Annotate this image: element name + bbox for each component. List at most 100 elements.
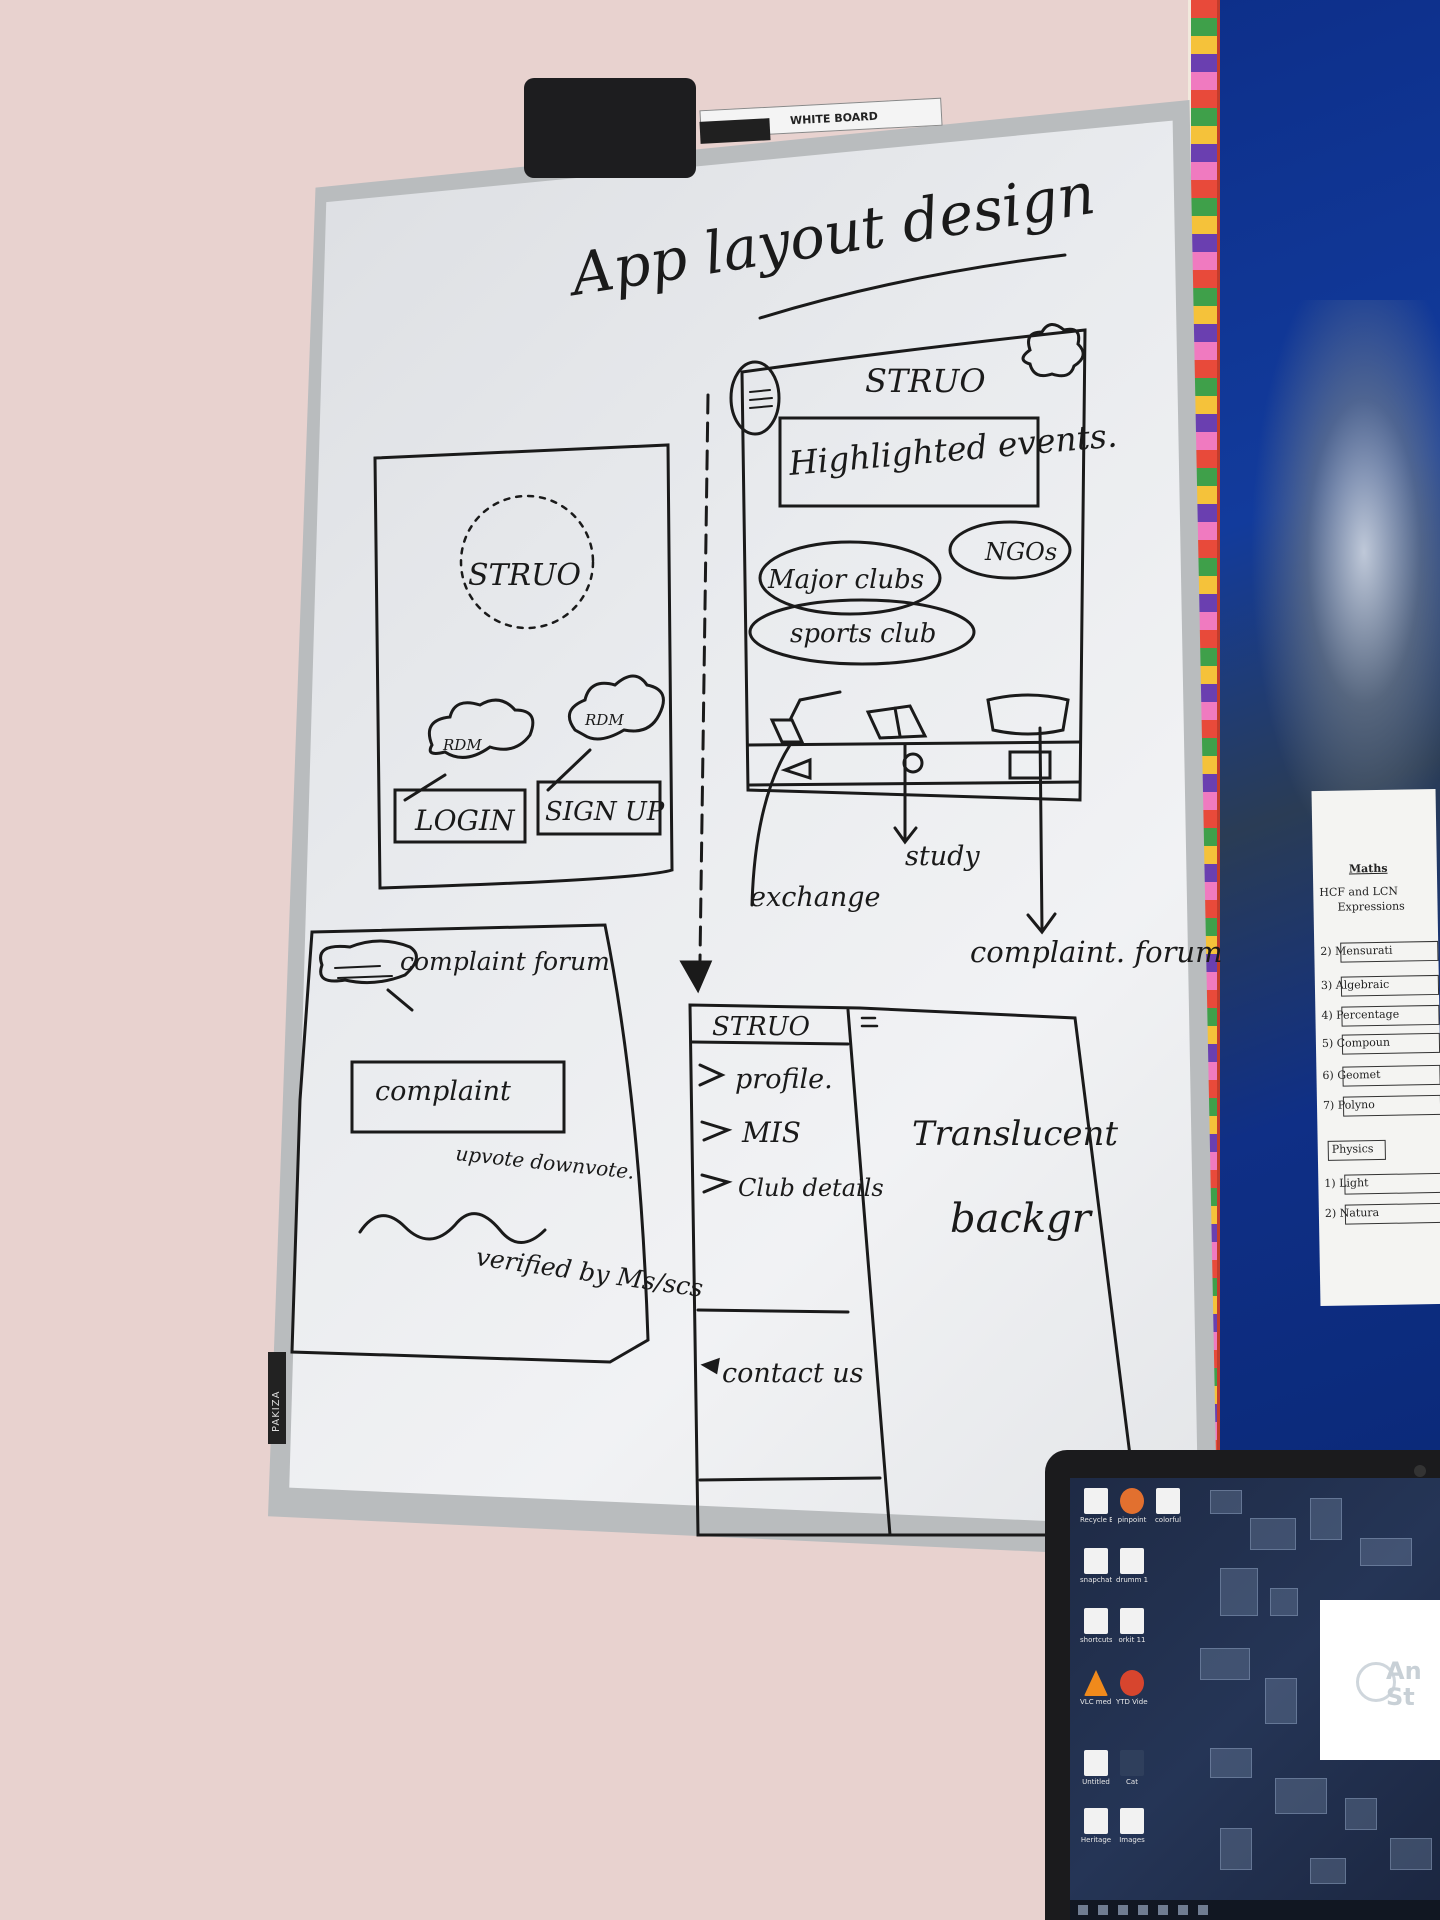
flower-icon xyxy=(1021,323,1085,378)
bottom-nav-top-line xyxy=(746,740,1082,747)
drawer-item-contact: contact us xyxy=(722,1358,864,1389)
book-icon xyxy=(865,704,928,740)
taskbar xyxy=(1070,1900,1440,1920)
start-icon[interactable] xyxy=(1078,1905,1088,1915)
complaint-box-text: complaint xyxy=(375,1076,511,1107)
translucent-text: Translucent xyxy=(912,1114,1118,1154)
drawer-menu-icon xyxy=(860,1016,879,1028)
vlc-icon[interactable]: VLC media player xyxy=(1080,1670,1112,1706)
android-studio-splash: An St xyxy=(1320,1600,1440,1760)
login-label: LOGIN xyxy=(414,804,516,837)
file-icon[interactable]: drumm 11 xyxy=(1116,1548,1148,1584)
dashed-divider xyxy=(698,393,710,962)
wallpaper-tile xyxy=(1275,1778,1327,1814)
complaint-screen-frame xyxy=(290,923,650,1364)
taskbar-icon[interactable] xyxy=(1158,1905,1168,1915)
drawer-item-mis: MIS xyxy=(741,1116,801,1149)
file-icon[interactable]: orkit 11 xyxy=(1116,1608,1148,1644)
login-screen-frame xyxy=(373,443,674,890)
ngos-chip xyxy=(948,520,1072,580)
file-icon[interactable]: snapchat xyxy=(1080,1548,1112,1584)
file-icon[interactable]: colorful xyxy=(1152,1488,1184,1524)
wallpaper-tile xyxy=(1220,1568,1258,1616)
poster-glare xyxy=(1250,300,1440,860)
drawer-item-profile: profile. xyxy=(735,1064,833,1095)
wallpaper-tile xyxy=(1210,1748,1252,1778)
drawer-divider xyxy=(846,1008,892,1537)
board-title: App layout design xyxy=(562,159,1100,310)
app-icon[interactable]: pinpoint xyxy=(1116,1488,1148,1524)
wallpaper-tile xyxy=(1270,1588,1298,1616)
complaint-box-sketch xyxy=(350,1060,566,1134)
wallpaper-tile xyxy=(1310,1498,1342,1540)
home-app-name: STRUO xyxy=(865,362,986,400)
squiggle-line xyxy=(358,1212,547,1244)
file-icon[interactable]: shortcuts xyxy=(1080,1608,1112,1644)
file-icon[interactable]: Heritage xyxy=(1080,1808,1112,1844)
whiteboard-brand-tag: PAKIZA xyxy=(268,1352,286,1444)
chevron-icon xyxy=(700,1173,733,1194)
drawer-separator xyxy=(696,1308,850,1314)
wallpaper-tile xyxy=(1265,1678,1297,1724)
home-nav-icon xyxy=(902,752,924,774)
sports-club-chip xyxy=(748,598,976,666)
webcam xyxy=(1414,1465,1426,1477)
wallpaper-tile xyxy=(1345,1798,1377,1830)
file-icon[interactable]: Images xyxy=(1116,1808,1148,1844)
title-underline xyxy=(758,253,1067,320)
recycle-bin-icon[interactable]: Recycle Bin xyxy=(1080,1488,1112,1524)
wallpaper-tile xyxy=(1220,1828,1252,1870)
right-cloud-text: RDM xyxy=(584,711,624,729)
forum-pointer xyxy=(386,988,414,1012)
complaint-forum-cloud-icon xyxy=(319,939,418,985)
studio-logo-icon xyxy=(1356,1662,1396,1702)
drawer-item-club-details: Club details xyxy=(738,1174,884,1202)
drawer-screen-frame xyxy=(688,1003,1142,1537)
study-arrow xyxy=(893,743,918,845)
complaint-forum-label: complaint. forum xyxy=(970,935,1223,969)
verified-text: verified by Ms/scs xyxy=(474,1242,705,1303)
file-icon[interactable]: Cat xyxy=(1116,1750,1148,1786)
complaint-arrow xyxy=(1026,726,1057,935)
chevron-icon xyxy=(700,1120,733,1142)
wallpaper-tile xyxy=(1390,1838,1432,1870)
wallpaper-tile xyxy=(1200,1648,1250,1680)
wallpaper-tile xyxy=(1210,1490,1242,1514)
taskbar-icon[interactable] xyxy=(1198,1905,1208,1915)
right-cloud-icon xyxy=(567,674,665,741)
background-text: backgr xyxy=(950,1196,1094,1242)
login-logo-text: STRUO xyxy=(468,558,581,593)
sports-club-text: sports club xyxy=(790,619,936,649)
eraser xyxy=(524,78,696,178)
ngos-text: NGOs xyxy=(984,538,1057,566)
taskbar-icon[interactable] xyxy=(1178,1905,1188,1915)
complaint-nav-icon xyxy=(986,693,1070,736)
study-label: study xyxy=(905,841,980,872)
taskbar-icon[interactable] xyxy=(1118,1905,1128,1915)
pointer-line xyxy=(403,773,447,802)
cart-icon xyxy=(769,690,842,744)
drawer-header-line xyxy=(690,1040,850,1046)
highlighted-events-banner xyxy=(778,416,1040,508)
signup-label: SIGN UP xyxy=(545,797,665,827)
wallpaper-tile xyxy=(1310,1858,1346,1884)
drawer-bottom-line xyxy=(698,1476,882,1482)
taskbar-icon[interactable] xyxy=(1138,1905,1148,1915)
home-screen-frame xyxy=(740,328,1087,802)
login-button-sketch xyxy=(393,788,527,844)
exchange-label: exchange xyxy=(750,882,880,913)
back-nav-icon xyxy=(780,757,812,781)
left-cloud-icon xyxy=(427,698,535,759)
file-icon[interactable]: Untitled xyxy=(1080,1750,1112,1786)
whiteboard-surface xyxy=(289,120,1199,1528)
bottom-nav-bottom-line xyxy=(748,780,1082,787)
ytd-icon[interactable]: YTD Video Downloader xyxy=(1116,1670,1148,1706)
splash-text: An St xyxy=(1386,1657,1422,1711)
logo-circle xyxy=(459,494,595,630)
forum-lines xyxy=(334,965,393,979)
recent-nav-icon xyxy=(1008,750,1052,780)
taskbar-icon[interactable] xyxy=(1098,1905,1108,1915)
laptop-screen: Recycle Bin pinpoint colorful snapchat d… xyxy=(1070,1478,1440,1920)
wallpaper-tile xyxy=(1250,1518,1296,1550)
